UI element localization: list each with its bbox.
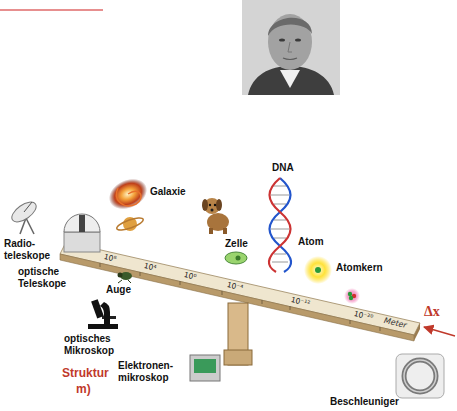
instrument-label: optische Teleskope	[18, 266, 66, 289]
tick-label: 10⁻²⁰	[353, 309, 374, 322]
galaxy	[104, 173, 152, 215]
cell	[225, 252, 247, 264]
instrument-label: Radio- teleskope	[4, 238, 50, 261]
tick-label: 10⁻⁴	[226, 280, 244, 292]
optical-microscope	[88, 299, 118, 329]
instrument-label: Auge	[106, 284, 131, 296]
instrument-label: Elektronen- mikroskop	[118, 360, 173, 383]
instrument-label: Beschleuniger	[330, 396, 399, 408]
tick-label: 10⁴	[143, 261, 157, 273]
delta-x-arrow	[424, 327, 455, 336]
object-label: DNA	[272, 162, 294, 174]
dna-helix	[269, 178, 291, 272]
insect	[118, 272, 133, 283]
object-label: Galaxie	[150, 186, 186, 198]
atom	[304, 256, 332, 284]
instrument-label: optisches Mikroskop	[64, 333, 114, 356]
header-rule	[0, 9, 103, 10]
planet	[115, 215, 144, 232]
caption-fragment: m)	[76, 382, 91, 396]
object-label: Atom	[298, 236, 324, 248]
delta-x-label: Δx	[424, 304, 440, 320]
accelerator	[396, 354, 444, 398]
observatory	[64, 214, 100, 252]
portrait-photo	[242, 0, 340, 95]
tick-label: 10⁸	[103, 252, 117, 264]
radio-telescope	[9, 198, 40, 234]
tick-label: 10⁻¹²	[290, 295, 311, 308]
object-label: Atomkern	[336, 262, 383, 274]
object-label: Zelle	[225, 238, 248, 250]
tick-label: 10⁰	[183, 270, 197, 282]
nucleus	[344, 288, 360, 304]
electron-microscope	[190, 303, 252, 381]
unit-label: Meter	[383, 316, 408, 330]
caption-fragment: Struktur	[62, 366, 109, 380]
dog	[202, 198, 229, 234]
